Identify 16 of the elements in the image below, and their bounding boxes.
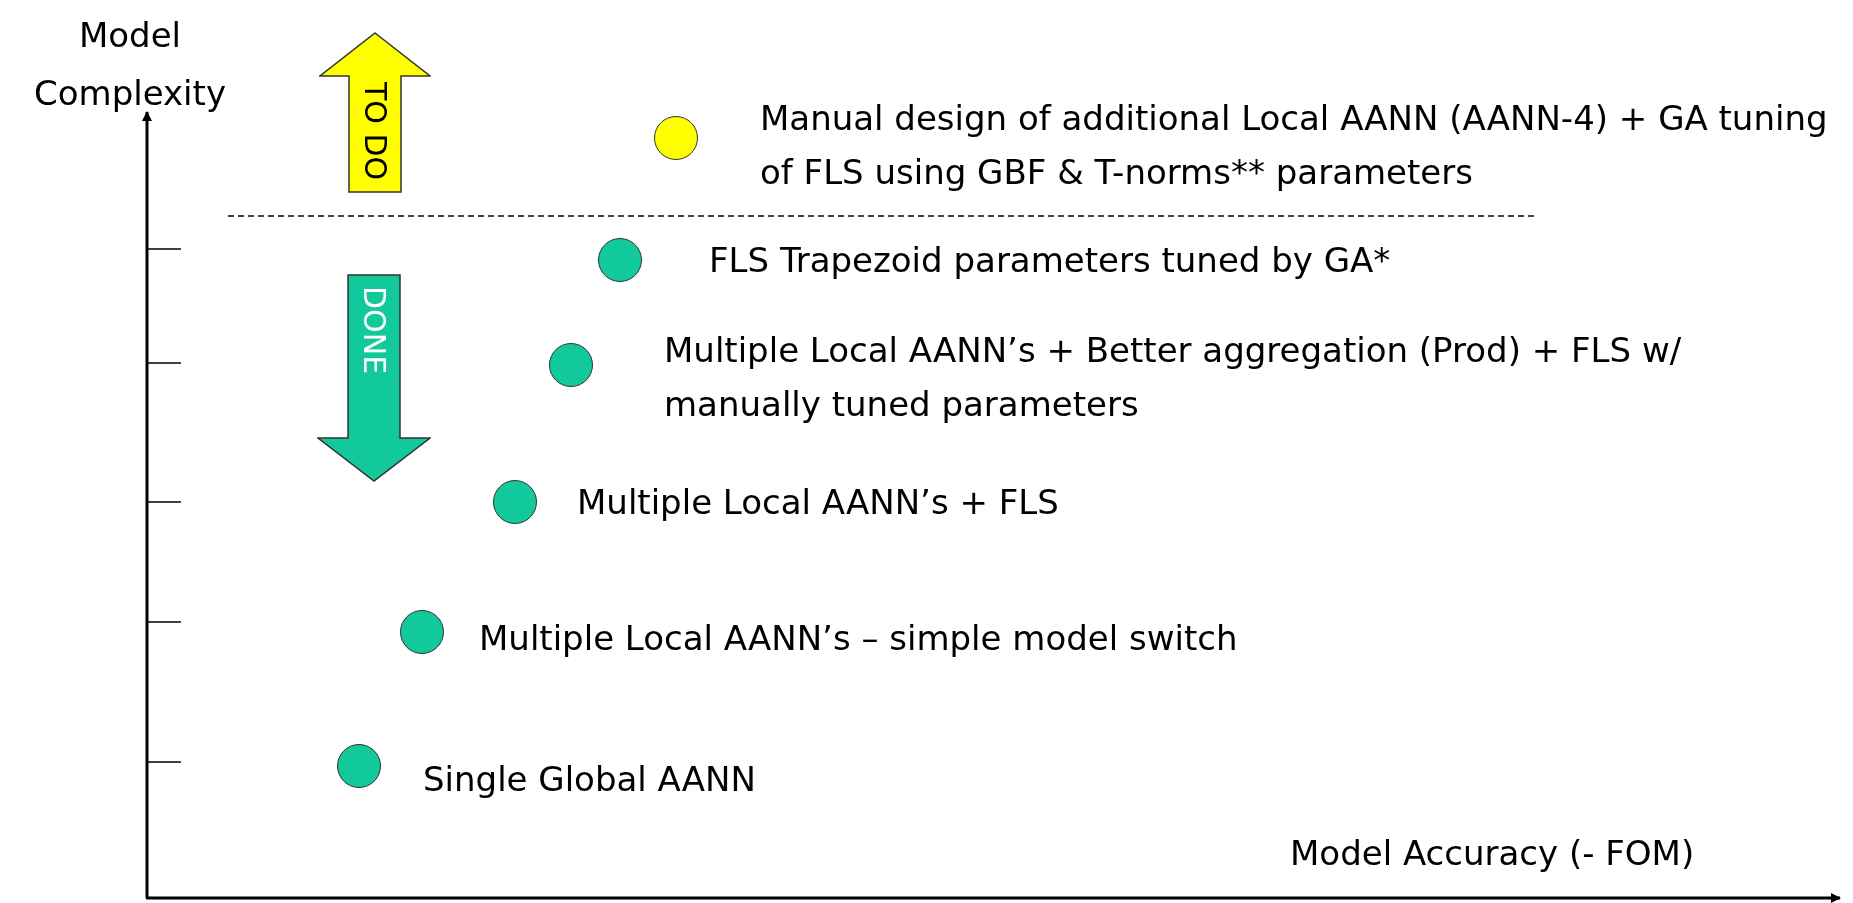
arrow-label: DONE [357, 286, 391, 375]
data-point [598, 238, 642, 282]
point-label: Multiple Local AANN’s + FLS [577, 481, 1059, 524]
point-label: Manual design of additional Local AANN (AANN-4) + GA tuning of FLS using GBF & T-norms** parameters [760, 97, 1829, 194]
data-point [337, 744, 381, 788]
point-label: Single Global AANN [423, 758, 756, 801]
axis-title: Model Accuracy (- FOM) [1290, 832, 1696, 875]
arrow-label: TO DO [358, 82, 392, 181]
axis-title: Model Complexity [33, 14, 227, 115]
point-label: Multiple Local AANN’s – simple model switch [479, 617, 1238, 660]
data-point [654, 116, 698, 160]
data-point [493, 480, 537, 524]
data-point [549, 343, 593, 387]
point-label: FLS Trapezoid parameters tuned by GA* [709, 239, 1391, 282]
point-label: Multiple Local AANN’s + Better aggregation (Prod) + FLS w/ manually tuned parameters [664, 329, 1683, 426]
data-point [400, 610, 444, 654]
